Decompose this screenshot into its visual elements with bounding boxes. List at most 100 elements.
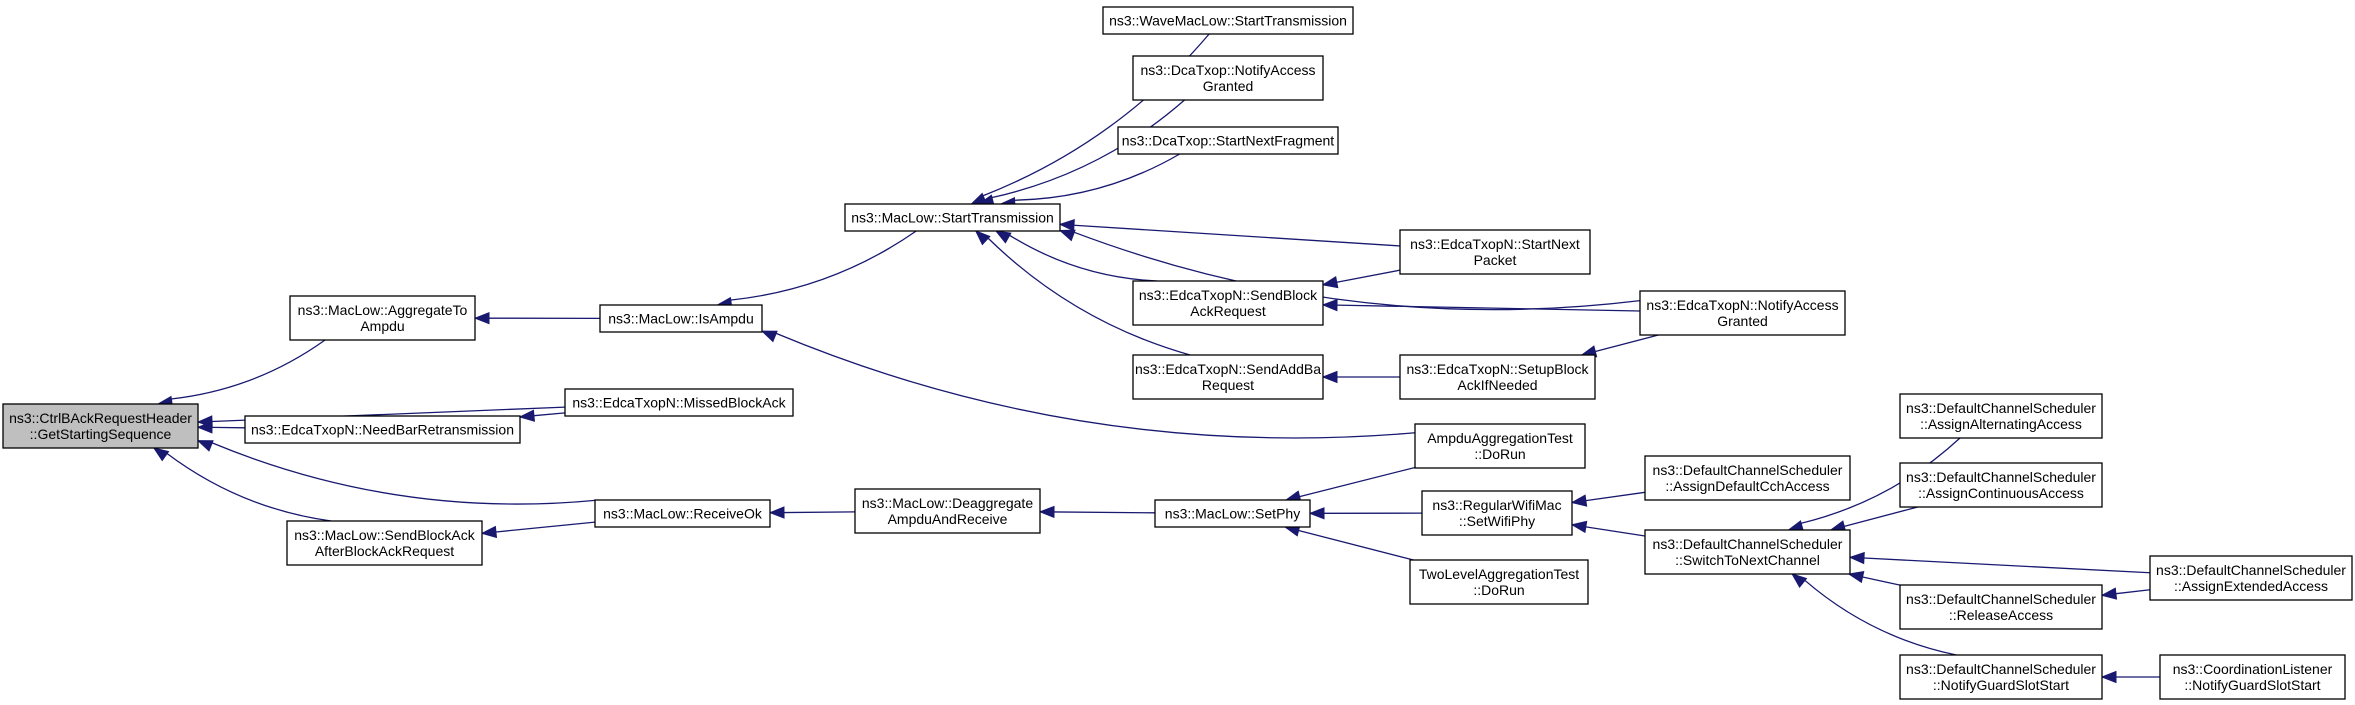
node-label-line: ::SetWifiPhy <box>1459 513 1535 529</box>
node-box <box>1644 529 1851 575</box>
edge-line <box>1585 491 1646 502</box>
node-layer: ns3::CtrlBAckRequestHeader::GetStartingS… <box>2 6 2353 700</box>
node-ampdutest[interactable]: AmpduAggregationTest::DoRun <box>1414 423 1586 469</box>
edge-assigncch-to-regularwifi <box>1570 491 1646 507</box>
edge-receiveok-to-root <box>196 440 596 505</box>
edge-line <box>991 99 1185 199</box>
node-box <box>1899 654 2103 700</box>
node-label-line: ns3::CtrlBAckRequestHeader <box>9 410 192 426</box>
node-box <box>2 403 199 449</box>
node-label-line: Granted <box>1717 313 1768 329</box>
node-label-line: ns3::DcaTxop::NotifyAccess <box>1140 62 1315 78</box>
edge-twolevel-to-setphy <box>1283 524 1414 561</box>
node-label-line: ns3::MacLow::SetPhy <box>1165 506 1300 522</box>
node-starttx[interactable]: ns3::MacLow::StartTransmission <box>844 203 1061 232</box>
edge-line <box>1299 466 1416 498</box>
node-coordlistener[interactable]: ns3::CoordinationListener::NotifyGuardSl… <box>2159 654 2346 700</box>
arrowhead <box>1321 298 1338 312</box>
edge-line <box>1804 579 1957 656</box>
node-box <box>1899 584 2103 630</box>
node-receiveok[interactable]: ns3::MacLow::ReceiveOk <box>594 499 771 528</box>
node-label-line: ns3::RegularWifiMac <box>1432 497 1561 513</box>
node-label-line: ns3::MacLow::IsAmpdu <box>608 311 754 327</box>
node-label-line: ::ReleaseAccess <box>1949 607 2053 623</box>
edge-line <box>166 452 332 522</box>
node-label-line: Packet <box>1474 252 1517 268</box>
node-assignalt[interactable]: ns3::DefaultChannelScheduler::AssignAlte… <box>1899 393 2103 439</box>
node-assigncont[interactable]: ns3::DefaultChannelScheduler::AssignCont… <box>1899 462 2103 508</box>
edge-line <box>1585 526 1646 537</box>
node-needbar[interactable]: ns3::EdcaTxopN::NeedBarRetransmission <box>244 415 521 444</box>
node-label-line: ns3::DefaultChannelScheduler <box>1906 661 2096 677</box>
edge-line <box>1014 153 1181 201</box>
arrowhead <box>473 311 490 325</box>
node-label-line: AfterBlockAckRequest <box>315 543 454 559</box>
arrowhead <box>1321 370 1338 384</box>
edge-line <box>987 237 1191 356</box>
node-label-line: ns3::MacLow::Deaggregate <box>862 495 1033 511</box>
arrowhead <box>1321 276 1339 289</box>
node-twolevel[interactable]: TwoLevelAggregationTest::DoRun <box>1409 559 1589 605</box>
edge-isampdu-to-aggregate <box>473 311 601 325</box>
node-assigncch[interactable]: ns3::DefaultChannelScheduler::AssignDefa… <box>1644 455 1851 501</box>
node-box <box>564 388 794 417</box>
node-label-line: ::DoRun <box>1474 446 1525 462</box>
arrowhead <box>480 525 498 539</box>
node-release[interactable]: ns3::DefaultChannelScheduler::ReleaseAcc… <box>1899 584 2103 630</box>
node-regularwifi[interactable]: ns3::RegularWifiMac::SetWifiPhy <box>1421 490 1573 536</box>
node-root[interactable]: ns3::CtrlBAckRequestHeader::GetStartingS… <box>2 403 199 449</box>
arrowhead <box>994 230 1012 244</box>
arrowhead <box>196 440 214 452</box>
node-missed[interactable]: ns3::EdcaTxopN::MissedBlockAck <box>564 388 794 417</box>
node-label-line: ::GetStartingSequence <box>30 426 172 442</box>
node-box <box>1421 490 1573 536</box>
edge-missed-to-needbar <box>518 409 566 422</box>
edge-line <box>1336 269 1401 283</box>
arrowhead <box>2100 670 2117 684</box>
edge-notifyguard-to-switchnext <box>1791 573 1957 656</box>
node-box <box>1639 290 1846 336</box>
node-box <box>844 203 1061 232</box>
edge-deaggregate-to-receiveok <box>768 506 856 519</box>
node-label-line: ns3::MacLow::StartTransmission <box>851 210 1054 226</box>
node-box <box>1409 559 1589 605</box>
node-wavestart[interactable]: ns3::WaveMacLow::StartTransmission <box>1102 6 1354 35</box>
node-sendbaafter[interactable]: ns3::MacLow::SendBlockAckAfterBlockAckRe… <box>286 520 483 566</box>
node-box <box>1132 280 1324 326</box>
node-dcanext[interactable]: ns3::DcaTxop::StartNextFragment <box>1117 126 1339 155</box>
edge-assignalt-to-switchnext <box>1787 437 1961 533</box>
edge-line <box>775 332 1416 439</box>
node-box <box>1117 126 1339 155</box>
edge-line <box>1844 506 1918 528</box>
edge-edcanotify-to-setupba <box>1580 334 1659 358</box>
arrowhead <box>760 330 778 343</box>
edge-coordlistener-to-notifyguard <box>2100 670 2160 684</box>
arrowhead <box>974 230 991 246</box>
edge-release-to-switchnext <box>1847 570 1901 586</box>
edge-assignext-to-switchnext <box>1848 551 2151 574</box>
node-switchnext[interactable]: ns3::DefaultChannelScheduler::SwitchToNe… <box>1644 529 1851 575</box>
node-label-line: ::AssignAlternatingAccess <box>1920 416 2082 432</box>
node-label-line: ::NotifyGuardSlotStart <box>1933 677 2069 693</box>
node-label-line: ns3::DefaultChannelScheduler <box>1906 591 2096 607</box>
node-label-line: ::NotifyGuardSlotStart <box>2184 677 2320 693</box>
edge-line <box>1863 557 2151 574</box>
edge-setphy-to-deaggregate <box>1038 505 1156 519</box>
node-label-line: ::SwitchToNextChannel <box>1675 552 1820 568</box>
node-box <box>2149 555 2353 601</box>
edge-starttx-to-isampdu <box>715 230 917 310</box>
node-assignext[interactable]: ns3::DefaultChannelScheduler::AssignExte… <box>2149 555 2353 601</box>
node-isampdu[interactable]: ns3::MacLow::IsAmpdu <box>599 304 763 333</box>
edge-startnextpkt-to-sendbar <box>1321 269 1401 289</box>
node-setphy[interactable]: ns3::MacLow::SetPhy <box>1154 499 1311 528</box>
node-notifyguard[interactable]: ns3::DefaultChannelScheduler::NotifyGuar… <box>1899 654 2103 700</box>
